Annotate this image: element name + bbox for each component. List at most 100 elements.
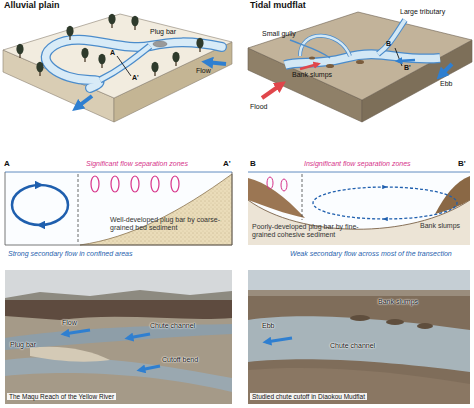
photo-arrow <box>140 366 160 370</box>
chute-channel <box>100 46 150 80</box>
photo-caption: Studied chute cutoff in Diaokou Mudflat <box>250 393 367 400</box>
section-end-label: A <box>110 49 115 57</box>
tree <box>196 38 203 52</box>
separation-eddy <box>131 176 139 192</box>
tidal-channel <box>285 54 440 65</box>
panel-title: Alluvial plain <box>4 1 60 11</box>
annotation: Poorly-developed plug bar by fine-graine… <box>252 223 374 238</box>
separation-eddy <box>267 177 273 189</box>
annotation: Bank slumps <box>420 222 460 230</box>
tree <box>108 14 115 28</box>
river-bank <box>46 40 222 88</box>
panel-title: Tidal mudflat <box>250 1 306 11</box>
separation-boundary <box>302 174 303 220</box>
photo-sky <box>248 270 470 290</box>
place-label: Large tributary <box>400 8 445 16</box>
photo-caption: The Maqu Reach of the Yellow River <box>7 393 116 400</box>
tree <box>151 62 158 76</box>
channel-bed <box>5 172 232 245</box>
plug-bar-section <box>80 174 232 245</box>
channel-bank <box>285 54 440 65</box>
photo-mudflat <box>248 270 470 404</box>
place-label: Plug bar <box>150 28 176 36</box>
flood-arrow <box>300 64 318 69</box>
photo-arrow <box>128 334 150 338</box>
section-end-label: A <box>4 160 10 169</box>
separation-eddy <box>111 176 119 192</box>
floodplain-surface <box>3 14 232 98</box>
photo-label: Flow <box>62 319 77 327</box>
photo-arrow <box>266 338 292 342</box>
small-gully <box>290 40 330 58</box>
secondary-flow-arrow <box>313 187 385 219</box>
photo-ground <box>5 270 232 404</box>
tributary-bank <box>378 20 405 54</box>
plug-bar-section <box>248 178 305 218</box>
photo-label: Ebb <box>262 322 274 330</box>
separation-boundary <box>78 174 79 243</box>
flood-arrow <box>262 84 282 98</box>
section-end-label: B' <box>404 64 411 72</box>
bank-slump <box>326 64 334 68</box>
tree <box>66 26 73 40</box>
secondary-flow-arrow <box>385 187 457 219</box>
tree <box>98 54 105 68</box>
section-line <box>395 48 402 66</box>
photo-horizon <box>248 290 470 296</box>
place-label: Bank slumps <box>292 71 332 79</box>
photo-label: Chute channel <box>330 342 375 350</box>
annotation: Strong secondary flow in confined areas <box>8 250 133 258</box>
photo-label: Chute channel <box>150 322 195 330</box>
water-body <box>248 172 470 245</box>
water-surface <box>5 172 232 173</box>
annotation: Well-developed plug bar by coarse-graine… <box>110 216 230 231</box>
photo-bank-slump <box>417 323 433 329</box>
water-body <box>5 172 232 245</box>
photo-arrow <box>64 330 90 334</box>
ebb-arrow <box>440 64 452 76</box>
separation-eddy <box>171 176 179 192</box>
river-channel <box>46 40 222 88</box>
flow-label: Flood <box>250 103 268 111</box>
photo-label: Plug bar <box>10 341 36 349</box>
section-end-label: A' <box>223 160 231 169</box>
tree <box>36 62 43 76</box>
place-label: Small gully <box>262 30 296 38</box>
bank-slump <box>356 60 364 64</box>
section-end-label: A' <box>132 74 139 82</box>
annotation: Significant flow separation zones <box>86 160 188 168</box>
tree <box>16 44 23 58</box>
photo-bank-slump <box>386 319 404 325</box>
ebb-arrow <box>398 60 415 61</box>
water-surface <box>248 172 470 173</box>
separation-eddy <box>281 179 287 191</box>
annotation: Weak secondary flow across most of the t… <box>290 250 452 258</box>
separation-eddy <box>91 176 99 192</box>
tree <box>81 48 88 62</box>
bank-slump <box>309 56 315 59</box>
large-tributary <box>378 20 405 54</box>
photo-foreground <box>248 368 470 404</box>
bank-slump-section <box>435 176 470 214</box>
secondary-flow-arrow <box>12 185 40 225</box>
plug-bar <box>153 41 167 47</box>
flow-label: Ebb <box>440 80 452 88</box>
mudflat-surface <box>248 12 472 100</box>
section-end-label: B <box>250 160 256 169</box>
secondary-flow-arrow <box>40 185 68 225</box>
flow-arrow <box>76 96 92 108</box>
shrub-band <box>5 300 232 320</box>
section-end-label: B' <box>458 160 466 169</box>
photo-chute-water <box>5 324 232 350</box>
photo-bend-water <box>5 357 232 392</box>
annotation: Insignificant flow separation zones <box>304 160 411 168</box>
chute-bank <box>100 46 150 80</box>
photo-label: Bank slumps <box>378 298 418 306</box>
photo-label: Cutoff bend <box>162 356 198 364</box>
photo-plug-bar <box>30 347 110 362</box>
section-line <box>117 56 131 76</box>
tree <box>131 16 138 30</box>
